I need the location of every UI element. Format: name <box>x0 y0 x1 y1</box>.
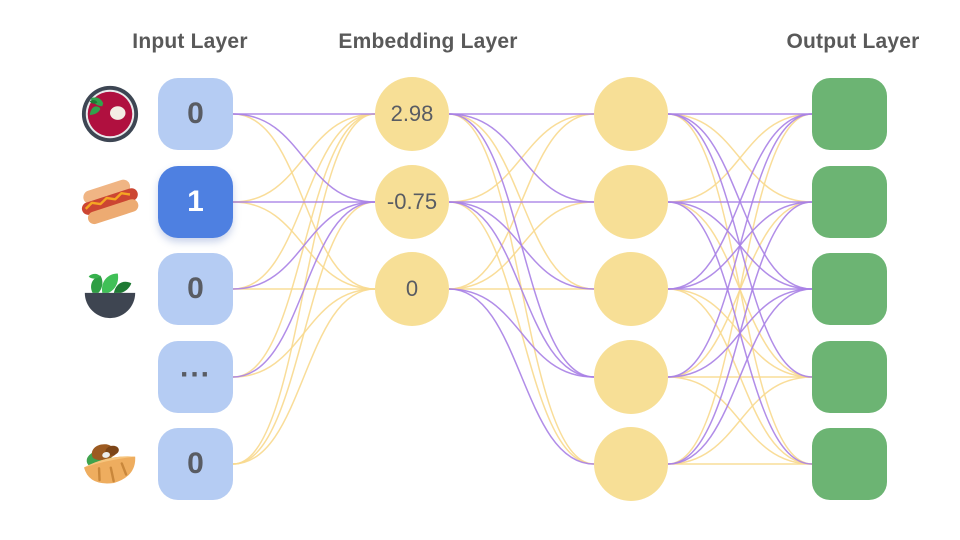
input-node-3: 0 <box>158 253 233 325</box>
output-node-1 <box>812 78 887 150</box>
input-node-2-active: 1 <box>158 166 233 238</box>
output-node-2 <box>812 166 887 238</box>
hidden-node-3 <box>594 252 668 326</box>
embedding-node-2: -0.75 <box>375 165 449 239</box>
input-node-2-value: 1 <box>187 185 204 218</box>
input-node-5-value: 0 <box>187 447 204 480</box>
hidden-node-1 <box>594 77 668 151</box>
hot-dog-icon <box>79 171 141 233</box>
embedding-node-1-value: 2.98 <box>390 101 434 126</box>
output-node-3 <box>812 253 887 325</box>
input-node-3-value: 0 <box>187 272 204 305</box>
input-node-ellipsis-value: ... <box>179 350 211 384</box>
embedding-node-2-value: -0.75 <box>386 189 438 214</box>
input-node-ellipsis: ... <box>158 341 233 413</box>
borscht-soup-icon <box>79 83 141 145</box>
embedding-node-1: 2.98 <box>375 77 449 151</box>
hidden-node-2 <box>594 165 668 239</box>
input-node-1-value: 0 <box>187 97 204 130</box>
embedding-node-3: 0 <box>375 252 449 326</box>
input-node-5: 0 <box>158 428 233 500</box>
salad-icon <box>79 258 141 320</box>
output-node-5 <box>812 428 887 500</box>
input-node-1: 0 <box>158 78 233 150</box>
hidden-node-4 <box>594 340 668 414</box>
input-layer-title: Input Layer <box>132 30 248 53</box>
pita-icon <box>79 433 141 495</box>
embedding-node-3-value: 0 <box>405 276 419 301</box>
output-node-4 <box>812 341 887 413</box>
hidden-node-5 <box>594 427 668 501</box>
embedding-layer-title: Embedding Layer <box>338 30 518 53</box>
output-layer-title: Output Layer <box>786 30 920 53</box>
